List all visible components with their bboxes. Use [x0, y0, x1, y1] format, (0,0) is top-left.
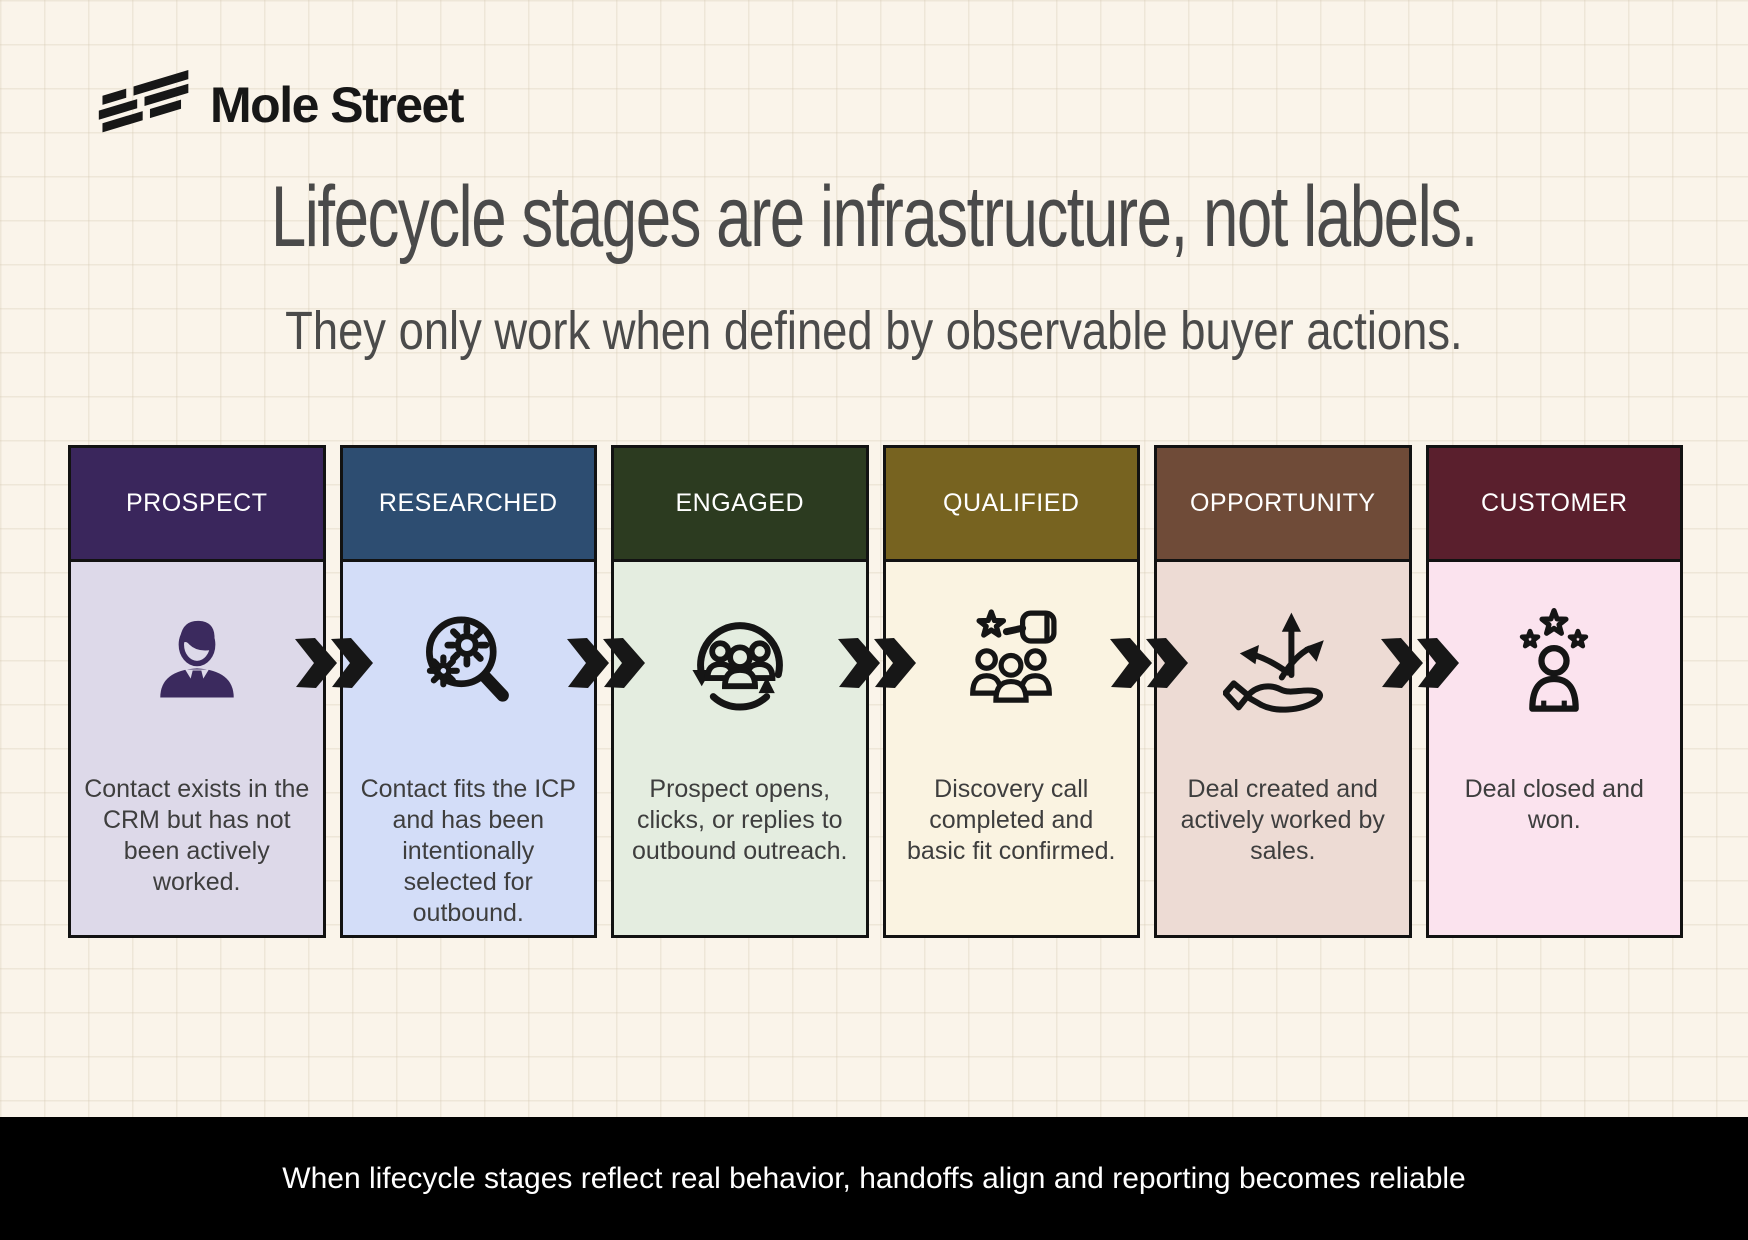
stage-label: QUALIFIED [943, 489, 1080, 517]
logo-text: Mole Street [210, 76, 465, 133]
stage-description: Contact fits the ICP and has been intent… [360, 775, 576, 927]
stage-card-customer: CUSTOMER Deal closed and won. [1425, 445, 1683, 938]
stage-label: PROSPECT [125, 489, 268, 517]
stage-body: Deal closed and won. [1428, 562, 1680, 935]
logo: Mole Street [97, 70, 465, 139]
stage-description: Contact exists in the CRM but has not be… [84, 775, 310, 896]
mole-street-logo-icon [97, 70, 192, 139]
stage-body: Deal created and actively worked by sale… [1157, 562, 1409, 935]
stage-body: Discovery call completed and basic fit c… [885, 562, 1137, 935]
stage-card-prospect: PROSPECT Contact exists in the CRM but h… [68, 445, 326, 938]
stage-description: Deal created and actively worked by sale… [1180, 775, 1385, 865]
stage-label: CUSTOMER [1480, 489, 1628, 517]
stage-label: ENGAGED [675, 489, 805, 517]
stage-body: Contact fits the ICP and has been intent… [342, 562, 594, 935]
stage-header: PROSPECT [71, 448, 323, 562]
lifecycle-stages-row: PROSPECT Contact exists in the CRM but h… [68, 445, 1683, 938]
stage-header: QUALIFIED [885, 448, 1137, 562]
stage-header: CUSTOMER [1428, 448, 1680, 562]
person-rating-icon [1497, 604, 1611, 722]
stage-header: ENGAGED [614, 448, 866, 562]
stage-card-qualified: QUALIFIED [882, 445, 1140, 938]
footer-text: When lifecycle stages reflect real behav… [282, 1161, 1466, 1195]
stage-header: RESEARCHED [342, 448, 594, 562]
stage-card-opportunity: OPPORTUNITY Deal created and act [1154, 445, 1412, 938]
double-chevron-icon [290, 636, 374, 690]
search-gears-icon [412, 604, 524, 722]
people-star-hand-icon [953, 604, 1069, 722]
businessman-icon [143, 604, 251, 722]
double-chevron-icon [1376, 636, 1460, 690]
stage-card-researched: RESEARCHED [339, 445, 597, 938]
stage-card-engaged: ENGAGED [611, 445, 869, 938]
stage-description: Discovery call completed and basic fit c… [907, 775, 1116, 865]
stage-description: Deal closed and won. [1464, 775, 1644, 834]
footer-bar: When lifecycle stages reflect real behav… [0, 1117, 1748, 1240]
stage-header: OPPORTUNITY [1157, 448, 1409, 562]
page-title: Lifecycle stages are infrastructure, not… [271, 169, 1478, 265]
stage-label: RESEARCHED [378, 489, 558, 517]
hand-options-icon [1222, 604, 1343, 722]
stage-label: OPPORTUNITY [1189, 489, 1376, 517]
page-subtitle: They only work when defined by observabl… [285, 301, 1463, 361]
people-sync-icon [682, 604, 798, 722]
stage-body: Contact exists in the CRM but has not be… [71, 562, 323, 935]
double-chevron-icon [562, 636, 646, 690]
stage-description: Prospect opens, clicks, or replies to ou… [632, 775, 848, 865]
double-chevron-icon [833, 636, 917, 690]
stage-body: Prospect opens, clicks, or replies to ou… [614, 562, 866, 935]
double-chevron-icon [1105, 636, 1189, 690]
